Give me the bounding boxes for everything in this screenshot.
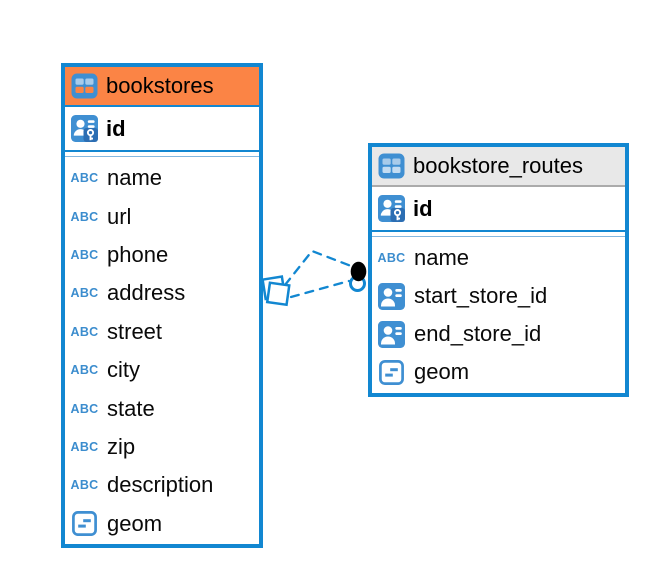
primary-key-row[interactable]: id <box>372 187 625 232</box>
column-row[interactable]: ABC state <box>65 389 259 427</box>
geometry-type-icon <box>71 511 98 537</box>
table-title: bookstores <box>106 73 214 98</box>
relationship-dot-marker[interactable] <box>349 261 367 292</box>
column-row[interactable]: geom <box>65 505 259 543</box>
column-name: phone <box>107 241 169 267</box>
table-icon <box>378 153 405 179</box>
column-row[interactable]: end_store_id <box>372 315 625 353</box>
text-type-icon: ABC <box>70 401 99 416</box>
table-header-bookstore-routes[interactable]: bookstore_routes <box>372 147 625 187</box>
column-row[interactable]: ABC description <box>65 466 259 504</box>
relationship-squares-marker[interactable] <box>261 275 291 307</box>
text-type-icon: ABC <box>377 251 406 265</box>
primary-key-name: id <box>413 195 433 221</box>
column-name: description <box>107 472 214 498</box>
text-type-icon: ABC <box>70 171 99 186</box>
column-name: state <box>107 395 155 421</box>
primary-key-name: id <box>106 115 126 141</box>
table-bookstore-routes[interactable]: bookstore_routes id ABC <box>368 143 629 397</box>
primary-key-icon <box>378 195 405 222</box>
table-title: bookstore_routes <box>413 153 583 178</box>
text-type-icon: ABC <box>70 324 99 339</box>
table-icon <box>71 73 98 99</box>
column-name: end_store_id <box>414 321 542 346</box>
text-type-icon: ABC <box>70 439 99 454</box>
column-name: geom <box>107 510 163 536</box>
column-row[interactable]: ABC city <box>65 351 259 389</box>
column-name: name <box>107 165 163 191</box>
column-name: street <box>107 318 163 344</box>
geometry-type-icon <box>378 359 405 385</box>
column-name: geom <box>414 359 470 384</box>
primary-key-icon <box>71 115 98 142</box>
column-name: zip <box>107 433 136 459</box>
table-bookstores[interactable]: bookstores id ABC <box>61 63 263 548</box>
column-name: address <box>107 280 186 306</box>
column-row[interactable]: ABC street <box>65 313 259 351</box>
column-row[interactable]: ABC name <box>65 159 259 197</box>
text-type-icon: ABC <box>70 286 99 301</box>
column-name: url <box>107 203 132 229</box>
text-type-icon: ABC <box>70 363 99 378</box>
table-header-bookstores[interactable]: bookstores <box>65 67 259 107</box>
column-row[interactable]: ABC zip <box>65 428 259 466</box>
reference-type-icon <box>378 320 405 348</box>
column-name: city <box>107 357 140 383</box>
columns-list: ABC name start_store_id <box>372 236 625 391</box>
reference-type-icon <box>378 282 405 310</box>
column-row[interactable]: geom <box>372 353 625 391</box>
column-row[interactable]: ABC address <box>65 274 259 312</box>
column-row[interactable]: ABC name <box>372 239 625 277</box>
primary-key-row[interactable]: id <box>65 107 259 152</box>
columns-list: ABC name ABC url ABC phone ABC address A… <box>65 156 259 543</box>
text-type-icon: ABC <box>70 247 99 262</box>
column-row[interactable]: ABC url <box>65 197 259 235</box>
column-name: start_store_id <box>414 283 548 308</box>
text-type-icon: ABC <box>70 209 99 224</box>
text-type-icon: ABC <box>70 478 99 493</box>
column-row[interactable]: ABC phone <box>65 236 259 274</box>
column-name: name <box>414 245 470 270</box>
column-row[interactable]: start_store_id <box>372 277 625 315</box>
relationship-dashed-lines[interactable] <box>283 249 353 299</box>
